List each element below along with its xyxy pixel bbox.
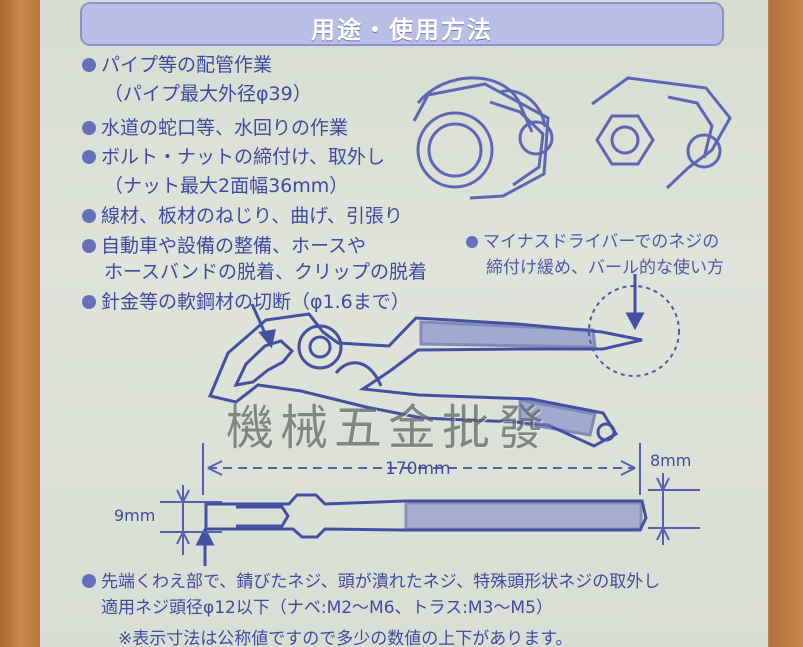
pivot-circle	[518, 120, 554, 156]
dimension-lines	[160, 443, 700, 555]
section-header: 用途・使用方法	[80, 2, 724, 46]
side-grip	[404, 501, 643, 531]
bullet-icon	[82, 209, 96, 223]
length-dimension: 170mm	[385, 459, 451, 479]
handle-line	[499, 89, 547, 128]
nut-jaw	[591, 76, 732, 190]
tip-dimension: 9mm	[114, 506, 156, 525]
screwdriver-note-2: 締付け緩め、バール的な使い方	[486, 258, 724, 278]
nut-outline	[595, 114, 655, 166]
bottom-line-3: ※表示寸法は公称値ですので多少の数値の上下があります。	[118, 629, 573, 647]
section-title: 用途・使用方法	[311, 16, 493, 44]
width-dimension: 8mm	[650, 451, 692, 470]
handle-grip-top	[419, 320, 597, 349]
pivot-large	[297, 324, 343, 370]
use-line-2: （パイプ最大外径φ39）	[104, 83, 312, 105]
pivot-small	[308, 335, 332, 359]
dim-width-arrows	[656, 477, 670, 541]
bottom-line-2: 適用ネジ頭径φ12以下（ナベ:M2～M6、トラス:M3～M5）	[101, 598, 553, 618]
pipe-inner	[427, 122, 483, 178]
bullet-icon	[82, 150, 96, 164]
use-line-7: 自動車や設備の整備、ホースや	[82, 231, 366, 258]
pipe-grip-sketch	[412, 76, 554, 200]
arrow-head	[625, 312, 645, 331]
jaw-teeth	[233, 339, 295, 387]
screwdriver-note-1: マイナスドライバーでのネジの	[466, 227, 719, 252]
watermark-text: 機械五金批發	[226, 400, 551, 456]
use-line-5: （ナット最大2面幅36mm）	[104, 175, 349, 197]
bullet-icon	[82, 295, 96, 309]
cut-arrow-head	[258, 329, 276, 349]
use-line-3: 水道の蛇口等、水回りの作業	[82, 113, 348, 140]
nut-hole	[610, 125, 640, 155]
bullet-icon	[82, 239, 96, 253]
side-outline	[204, 493, 648, 539]
use-line-6: 線材、板材のねじり、曲げ、引張り	[82, 201, 403, 228]
plier-main	[207, 312, 643, 448]
use-line-4: ボルト・ナットの締付け、取外し	[82, 142, 385, 169]
slide-slot	[334, 361, 383, 387]
tip-arrow-head	[195, 526, 215, 546]
jaw-upper	[416, 76, 534, 133]
bullet-icon	[466, 236, 478, 248]
use-line-9: 針金等の軟鋼材の切断（φ1.6まで）	[82, 287, 410, 314]
use-line-1: パイプ等の配管作業	[82, 50, 272, 77]
plier-outline	[207, 312, 643, 448]
bullet-icon	[82, 574, 96, 588]
nut-jaw-inner	[667, 95, 714, 159]
pipe-outline	[416, 111, 494, 189]
bottom-line-1: 先端くわえ部で、錆びたネジ、頭が潰れたネジ、特殊頭形状ネジの取外し	[82, 567, 660, 592]
bullet-icon	[82, 58, 96, 72]
handle-hole	[596, 422, 616, 442]
nut-pivot	[686, 133, 722, 169]
use-line-8: ホースバンドの脱着、クリップの脱着	[104, 261, 428, 283]
arrows	[195, 274, 645, 566]
packaging-card	[40, 0, 768, 647]
nut-grip-sketch	[591, 76, 732, 190]
dim-tip-arrows	[176, 489, 190, 545]
jaw-body	[412, 82, 550, 200]
dim-length-arrows	[207, 460, 636, 476]
plier-side-profile	[204, 493, 648, 539]
jaw-lower	[489, 100, 545, 187]
bullet-icon	[82, 121, 96, 135]
handle-grip-bottom	[518, 398, 597, 437]
side-jaw	[236, 505, 290, 528]
